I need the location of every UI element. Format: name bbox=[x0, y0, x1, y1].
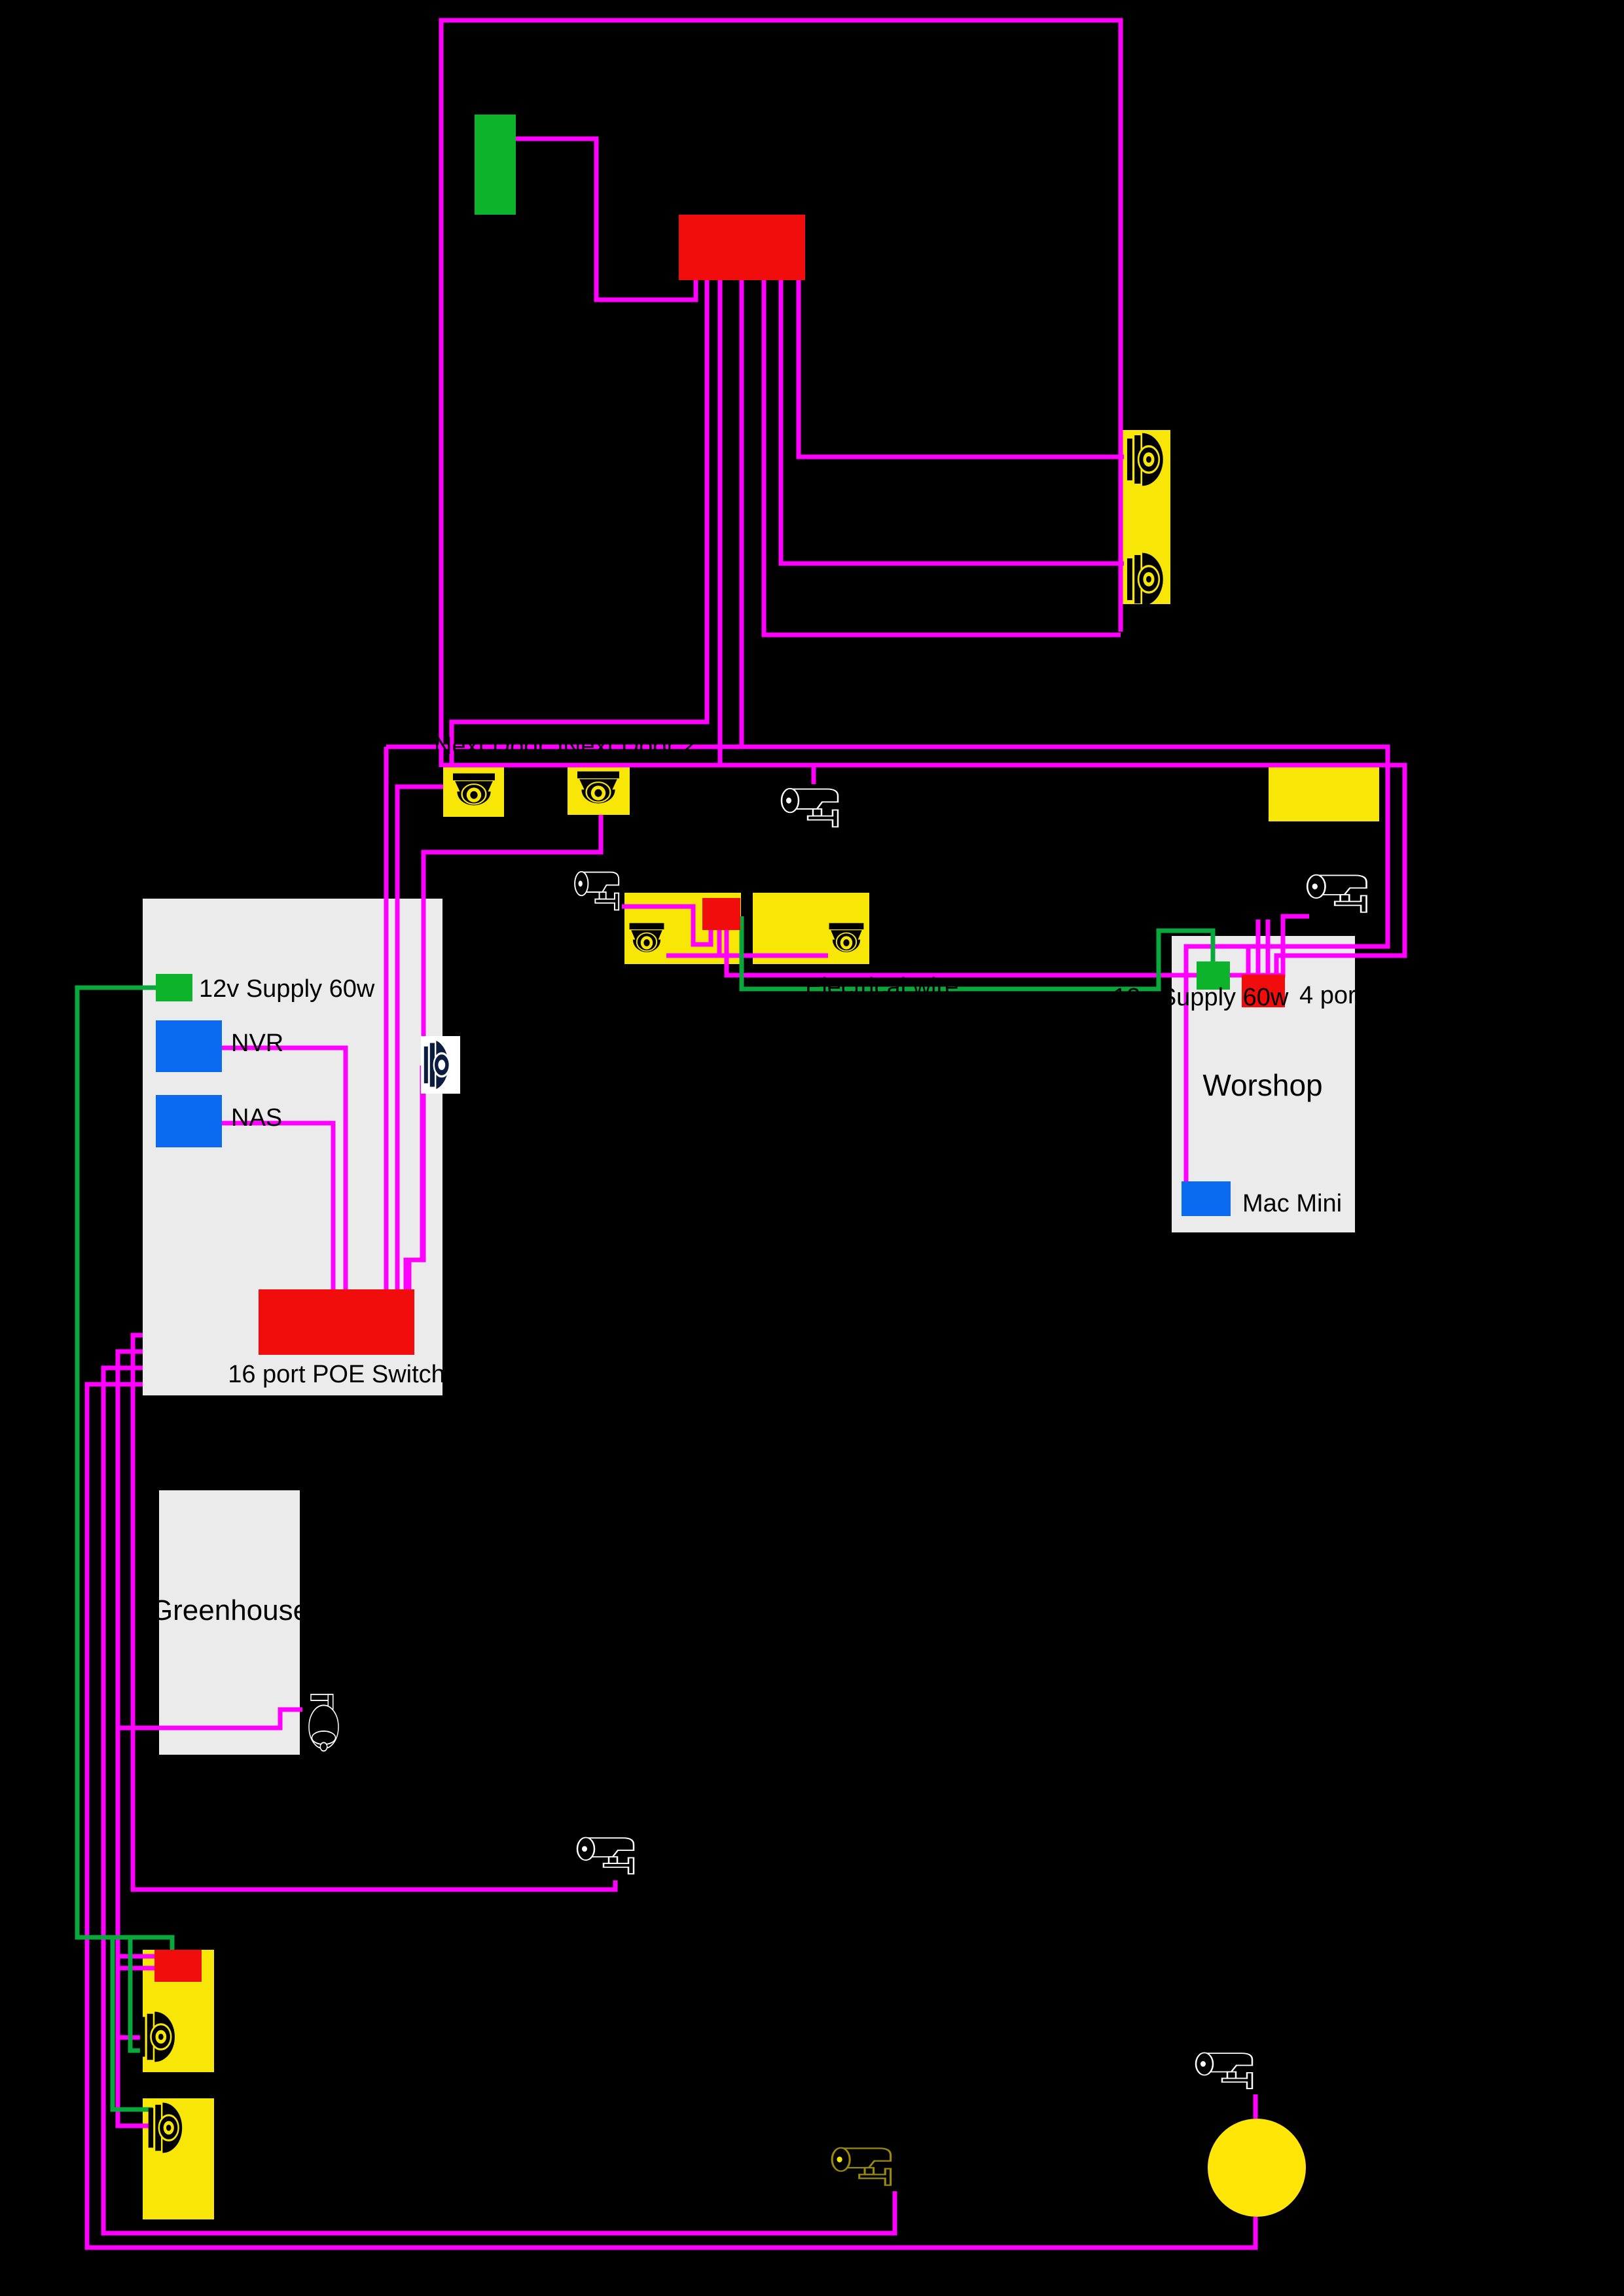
wire-rail-to-bottommid bbox=[101, 1365, 897, 2236]
wires-layer bbox=[75, 18, 1407, 2250]
greenhouse-ptz-camera-icon bbox=[308, 1693, 339, 1752]
navy-dome-camera-icon bbox=[421, 1036, 460, 1094]
wire-domebox1-feed bbox=[395, 784, 443, 1289]
wire-macmini bbox=[1183, 944, 1248, 1181]
wire-green-branch-cam2 bbox=[110, 1937, 153, 2112]
label-nvr: NVR bbox=[231, 1030, 283, 1057]
wire-bus2-to-4port bbox=[443, 762, 1407, 975]
greenhouse-panel bbox=[159, 1490, 300, 1755]
wire-house-perimeter bbox=[439, 18, 1123, 767]
wire-rail-to-bottomcam2 bbox=[115, 1349, 153, 2128]
wire-switch-to-rightcam-lower bbox=[778, 280, 1124, 566]
workshop-bullet-camera-icon bbox=[1306, 874, 1367, 913]
label-poe-switch: 16 port POE Switch bbox=[228, 1361, 445, 1388]
bullet-camera-bottom-mid-icon bbox=[831, 2147, 892, 2187]
bullet-camera-mid2-icon bbox=[576, 1837, 635, 1875]
label-mac-mini: Mac Mini bbox=[1242, 1190, 1342, 1217]
supply-12v-box bbox=[156, 974, 192, 1001]
label-hidden-electrical: Electrical wire bbox=[805, 973, 958, 1001]
wire-green-main-rail bbox=[75, 985, 175, 1950]
label-12v-supply: 12v Supply 60w bbox=[199, 975, 375, 1003]
poe-switch-16 bbox=[259, 1289, 414, 1355]
wire-greenhouse-cam bbox=[118, 1707, 302, 1731]
label-ws-supply: 12v Supply 60w bbox=[1113, 984, 1289, 1011]
wire-rail-to-midcam2 bbox=[130, 1333, 618, 1892]
wire-green-branch-cam1 bbox=[128, 1937, 143, 2053]
wire-rail-to-bottomright bbox=[84, 1382, 1258, 2250]
label-greenhouse: Greenhouse bbox=[151, 1594, 309, 1626]
label-hidden-next-door-1: Next Door 1 bbox=[434, 732, 567, 760]
wire-switch-to-domebox1 bbox=[449, 280, 710, 765]
nvr-box bbox=[156, 1020, 222, 1072]
bullet-camera-row-icon bbox=[780, 787, 839, 828]
mini-switch-mid bbox=[702, 898, 740, 930]
wire-green-supply-to-switch bbox=[516, 136, 698, 302]
wire-nvr-to-poe bbox=[222, 1045, 348, 1289]
mac-mini-box bbox=[1182, 1181, 1231, 1216]
camera-box-plain bbox=[1269, 764, 1379, 821]
wire-switch-right-run bbox=[761, 280, 1121, 637]
wire-green-workshop bbox=[739, 916, 1216, 992]
ws-supply-box bbox=[1197, 961, 1230, 990]
bottom-red-switch bbox=[154, 1950, 202, 1982]
wire-navy-dome-feed bbox=[406, 1066, 425, 1289]
wire-switch-to-rightcam-upper bbox=[796, 280, 1124, 459]
nas-box bbox=[156, 1095, 222, 1147]
bullet-camera-bottom-right-icon bbox=[1195, 2052, 1254, 2090]
label-worshop: Worshop bbox=[1202, 1068, 1322, 1102]
wire-midcamA-to-mini bbox=[622, 904, 713, 947]
power-supply-top bbox=[475, 115, 516, 215]
label-4port-poe: 4 port POE bbox=[1299, 982, 1422, 1009]
bullet-camera-midA-icon bbox=[574, 870, 620, 911]
component-boxes-layer bbox=[154, 115, 1306, 2217]
wire-nas-to-poe bbox=[222, 1121, 336, 1289]
main-switch-top bbox=[679, 215, 805, 280]
yellow-node-circle bbox=[1208, 2119, 1306, 2217]
label-hidden-next-door-2: Next Door 2 bbox=[563, 732, 696, 760]
ws-4port-poe bbox=[1242, 975, 1285, 1007]
wire-bus1 bbox=[386, 744, 1390, 975]
label-nas: NAS bbox=[231, 1104, 282, 1132]
